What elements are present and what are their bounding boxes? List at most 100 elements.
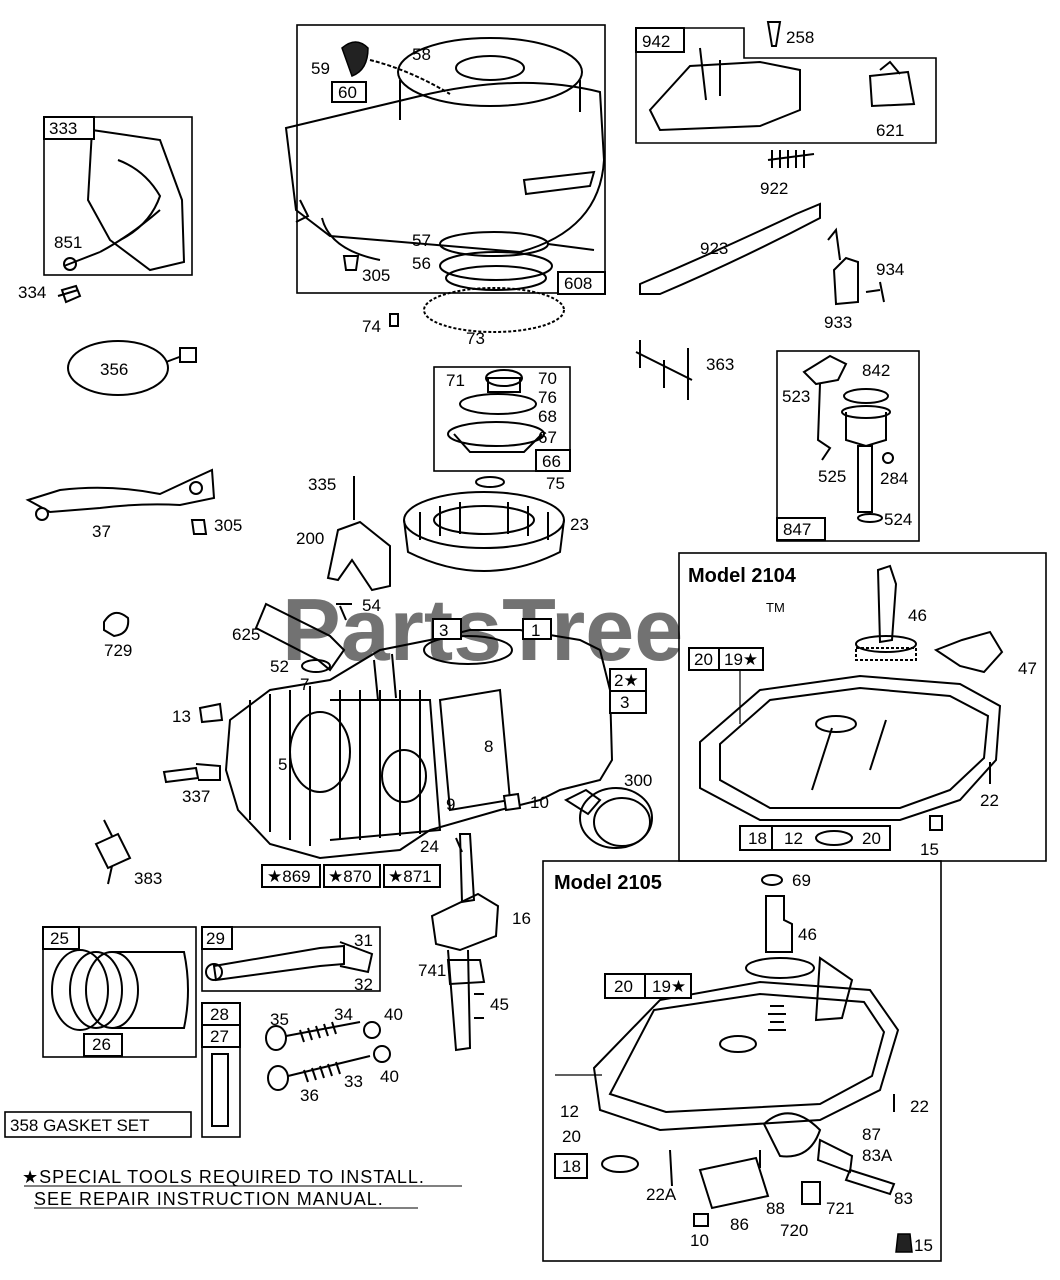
label-729: 729 [104, 641, 132, 660]
label-363: 363 [706, 355, 734, 374]
connecting-rod-29 [201, 926, 381, 992]
screw-305b [190, 519, 208, 535]
label-68: 68 [538, 407, 557, 426]
m5-label-15: 15 [914, 1236, 933, 1255]
label-333: 333 [49, 119, 77, 138]
label-66: 66 [542, 452, 561, 471]
screw-54 [336, 603, 352, 621]
label-305b: 305 [214, 516, 242, 535]
bracket-933 [827, 227, 859, 306]
m5-label-12: 12 [560, 1102, 579, 1121]
label-200: 200 [296, 529, 324, 548]
label-76: 76 [538, 388, 557, 407]
label-33: 33 [344, 1072, 363, 1091]
gasket-set-label: 358 GASKET SET [10, 1116, 150, 1135]
m5-label-22a: 22A [646, 1185, 677, 1204]
label-741: 741 [418, 961, 446, 980]
label-871: ★871 [388, 867, 432, 886]
m4-label-19: 19★ [724, 650, 758, 669]
m5-label-88: 88 [766, 1199, 785, 1218]
m5-label-86: 86 [730, 1215, 749, 1234]
m5-screw-10 [693, 1213, 709, 1227]
m4-box-19 [718, 647, 764, 671]
screw-258 [766, 21, 782, 47]
label-71: 71 [446, 371, 465, 390]
label-26: 26 [92, 1035, 111, 1054]
box-25 [42, 926, 80, 950]
label-300: 300 [624, 771, 652, 790]
label-58: 58 [412, 45, 431, 64]
label-52: 52 [270, 657, 289, 676]
label-523: 523 [782, 387, 810, 406]
label-27: 27 [210, 1027, 229, 1046]
crankshaft-16 [430, 833, 500, 1052]
m5-label-721: 721 [826, 1199, 854, 1218]
label-3b: 3 [620, 693, 629, 712]
screw-13 [198, 702, 224, 724]
label-28: 28 [210, 1005, 229, 1024]
part-333-guard [43, 116, 193, 276]
box-847 [776, 517, 826, 541]
starter-clutch-66 [433, 366, 571, 472]
m5-plug-15 [895, 1233, 913, 1253]
label-75: 75 [546, 474, 565, 493]
label-525: 525 [818, 467, 846, 486]
label-7: 7 [300, 675, 309, 694]
m4-label-15: 15 [920, 840, 939, 859]
m4-box-12-20 [771, 825, 891, 851]
flywheel-23 [403, 491, 565, 572]
screw-10 [502, 792, 522, 812]
pulley-57-56 [439, 231, 595, 291]
m5-label-18: 18 [562, 1157, 581, 1176]
box-3b [609, 690, 647, 714]
label-60: 60 [338, 83, 357, 102]
link-923 [639, 202, 821, 295]
label-54: 54 [362, 596, 381, 615]
label-67: 67 [538, 428, 557, 447]
label-851: 851 [54, 233, 82, 252]
label-356: 356 [100, 360, 128, 379]
model-2104-title: Model 2104 [688, 565, 797, 587]
label-40b: 40 [380, 1067, 399, 1086]
label-5: 5 [278, 755, 287, 774]
screw-334 [57, 284, 82, 304]
group-847 [776, 350, 920, 542]
screw-305a [342, 255, 360, 271]
box-1 [522, 618, 552, 640]
m4-label-47: 47 [1018, 659, 1037, 678]
box-29 [201, 926, 233, 950]
label-842: 842 [862, 361, 890, 380]
label-335: 335 [308, 475, 336, 494]
label-1: 1 [531, 621, 540, 640]
label-24: 24 [420, 837, 439, 856]
label-334: 334 [18, 283, 46, 302]
box-942 [635, 27, 685, 53]
m4-label-12: 12 [784, 829, 803, 848]
model-2105-title: Model 2105 [554, 872, 662, 894]
label-305a: 305 [362, 266, 390, 285]
label-59: 59 [311, 59, 330, 78]
label-74: 74 [362, 317, 381, 336]
m4-label-18: 18 [748, 829, 767, 848]
label-31: 31 [354, 931, 373, 950]
label-16: 16 [512, 909, 531, 928]
air-vane-37 [25, 468, 216, 521]
box-608 [557, 271, 606, 295]
m5-label-19: 19★ [652, 977, 686, 996]
m5-box-19 [644, 973, 692, 999]
m5-label-20: 20 [614, 977, 633, 996]
screw-74 [389, 313, 399, 327]
pin-27 [211, 1053, 229, 1127]
label-621: 621 [876, 121, 904, 140]
label-869: ★869 [267, 867, 311, 886]
label-57: 57 [412, 231, 431, 250]
blower-housing-608 [284, 24, 606, 294]
box-869 [261, 864, 321, 888]
box-333 [43, 116, 95, 140]
label-56: 56 [412, 254, 431, 273]
valves-33-36 [265, 1021, 391, 1091]
rotating-screen-73 [423, 287, 565, 333]
label-13: 13 [172, 707, 191, 726]
m5-label-83a: 83A [862, 1146, 893, 1165]
model-2105-parts [592, 874, 900, 1210]
